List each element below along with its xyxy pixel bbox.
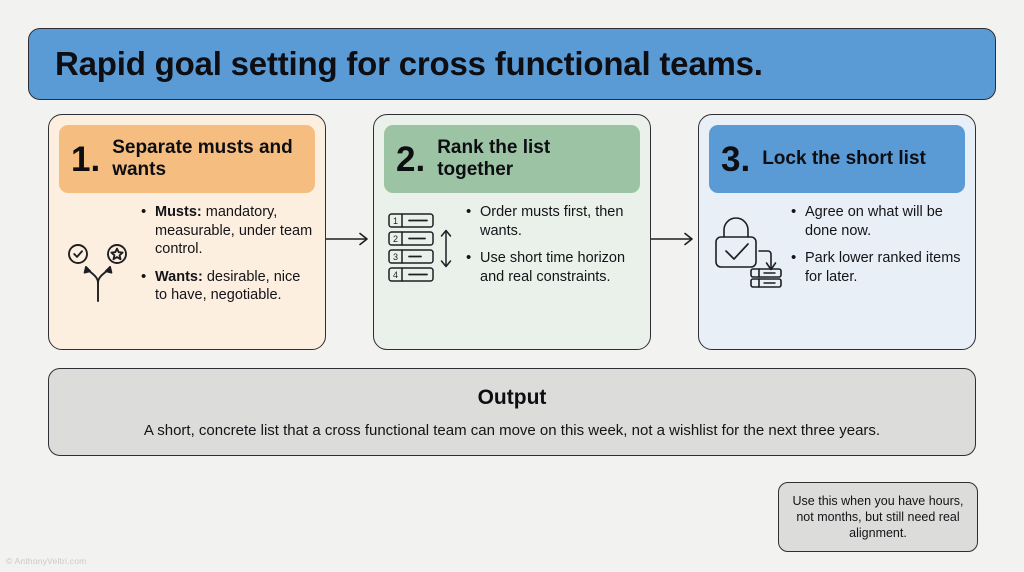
step-1-number: 1. — [71, 139, 101, 179]
usage-note-box: Use this when you have hours, not months… — [778, 482, 978, 552]
list-item: Musts: mandatory, measurable, under team… — [141, 202, 313, 259]
step-2-number: 2. — [396, 139, 426, 179]
page-title: Rapid goal setting for cross functional … — [55, 45, 763, 82]
step-2-body: 1 2 3 4 — [374, 193, 650, 341]
fork-path-icon — [59, 203, 137, 341]
ranked-list-icon: 1 2 3 4 — [384, 203, 462, 341]
step-card-1[interactable]: 1. Separate musts and wants — [48, 114, 326, 350]
arrow-step2-to-step3 — [651, 232, 698, 246]
watermark: © AnthonyVeltri.com — [6, 556, 87, 566]
step-3-header: 3. Lock the short list — [709, 125, 965, 193]
step-3-title: Lock the short list — [762, 147, 926, 169]
usage-note-text: Use this when you have hours, not months… — [792, 493, 964, 541]
list-item: Park lower ranked items for later. — [791, 248, 963, 286]
step-2-bullets: Order musts first, then wants. Use short… — [462, 202, 638, 341]
lock-check-icon — [709, 203, 787, 341]
step-2-title: Rank the list together — [437, 136, 551, 180]
step-1-bullets: Musts: mandatory, measurable, under team… — [137, 202, 313, 341]
output-box: Output A short, concrete list that a cro… — [48, 368, 976, 456]
svg-text:3: 3 — [393, 252, 398, 262]
step-1-header: 1. Separate musts and wants — [59, 125, 315, 193]
list-item: Use short time horizon and real constrai… — [466, 248, 638, 286]
list-item: Wants: desirable, nice to have, negotiab… — [141, 267, 313, 305]
step-2-header: 2. Rank the list together — [384, 125, 640, 193]
bullet-label: Musts: — [155, 204, 202, 220]
list-item: Order musts first, then wants. — [466, 202, 638, 240]
step-3-body: Agree on what will be done now. Park low… — [699, 193, 975, 341]
bullet-text: desirable, nice to have, negotiable. — [155, 268, 301, 304]
bullet-label: Wants: — [155, 268, 203, 285]
steps-container: 1. Separate musts and wants — [48, 114, 976, 350]
step-3-bullets: Agree on what will be done now. Park low… — [787, 202, 963, 341]
bullet-text: mandatory, measurable, under team contro… — [155, 204, 313, 258]
svg-text:1: 1 — [393, 216, 398, 226]
output-title: Output — [477, 385, 547, 409]
step-1-title: Separate musts and wants — [112, 136, 293, 180]
title-banner: Rapid goal setting for cross functional … — [28, 28, 996, 100]
step-3-number: 3. — [721, 139, 751, 179]
step-1-body: Musts: mandatory, measurable, under team… — [49, 193, 325, 341]
list-item: Agree on what will be done now. — [791, 202, 963, 240]
step-card-2[interactable]: 2. Rank the list together 1 — [373, 114, 651, 350]
output-description: A short, concrete list that a cross func… — [143, 421, 881, 439]
svg-text:4: 4 — [393, 270, 398, 280]
arrow-step1-to-step2 — [326, 232, 373, 246]
svg-text:2: 2 — [393, 234, 398, 244]
step-card-3[interactable]: 3. Lock the short list — [698, 114, 976, 350]
